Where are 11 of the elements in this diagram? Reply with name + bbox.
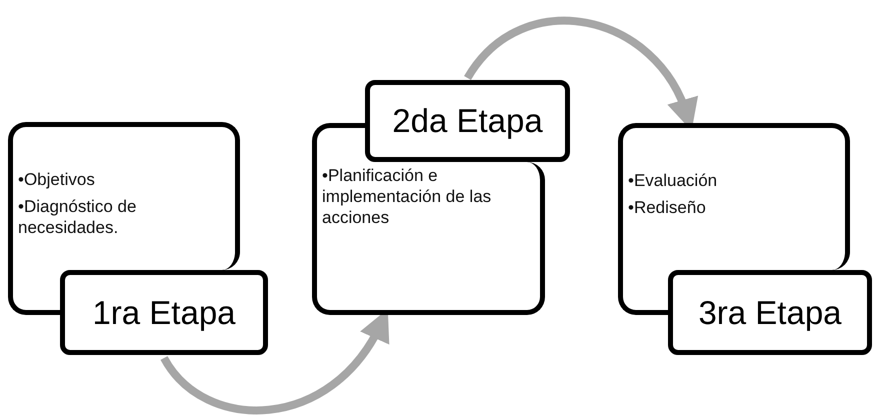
stage-label: 1ra Etapa xyxy=(60,270,268,355)
bullet-item: •Rediseño xyxy=(628,197,707,218)
stage-label: 3ra Etapa xyxy=(668,270,872,355)
stage-card xyxy=(618,123,850,270)
stage-card xyxy=(312,162,545,315)
stage-card xyxy=(8,122,240,270)
bullet-item: •Evaluación xyxy=(628,170,718,191)
bullet-item: •Objetivos xyxy=(18,169,96,190)
stage-label: 2da Etapa xyxy=(365,80,570,162)
bullet-item: •Planificación e implementación de las acciones xyxy=(322,165,492,228)
bullet-item: •Diagnóstico de necesidades. xyxy=(18,196,138,238)
